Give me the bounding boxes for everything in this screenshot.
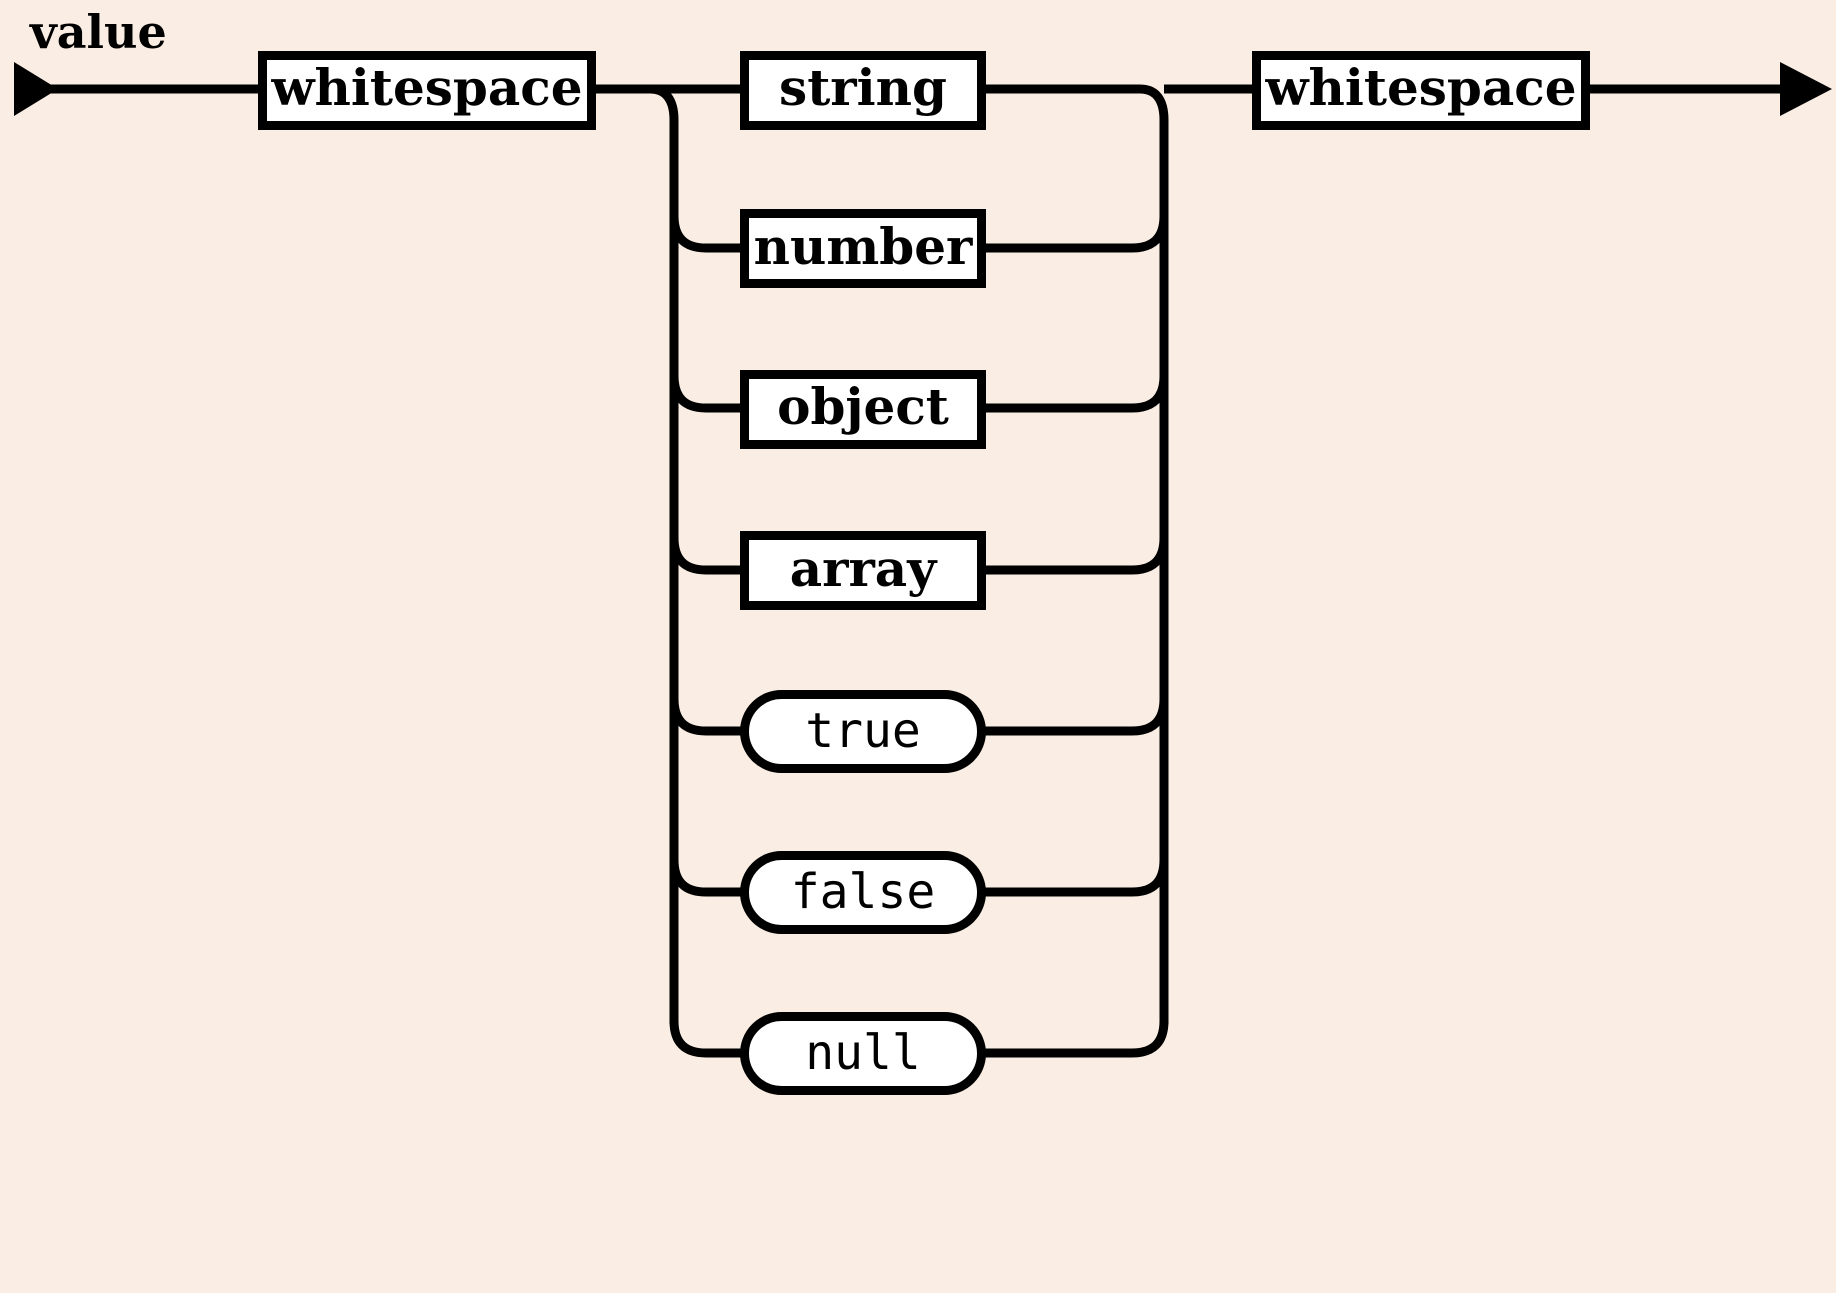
rail-fork-left-vertical <box>649 84 679 1024</box>
rail-branch-in-false <box>669 859 742 897</box>
box-string[interactable] <box>740 51 986 130</box>
rail-branch-in-null <box>669 1020 742 1058</box>
label-number: number <box>754 217 973 276</box>
rail-branch-in-number <box>669 215 742 253</box>
label-string: string <box>779 58 947 117</box>
rail-branch-out-null <box>981 1020 1169 1058</box>
entry-arrow-icon <box>14 62 58 116</box>
exit-arrow-icon <box>1780 62 1832 116</box>
diagram-title: value <box>29 5 167 59</box>
label-array: array <box>790 539 938 598</box>
label-false: false <box>791 864 936 920</box>
rail-branch-in-object <box>669 375 742 413</box>
rail-branch-out-false <box>981 859 1169 897</box>
label-whitespace-left: whitespace <box>270 58 582 117</box>
label-true: true <box>805 703 921 759</box>
rail-branch-out-object <box>981 375 1169 413</box>
label-whitespace-right: whitespace <box>1264 58 1576 117</box>
rail-merge-right-vertical <box>1139 84 1169 1024</box>
rail-branch-out-number <box>981 215 1169 253</box>
label-object: object <box>777 377 949 436</box>
rail-branch-out-array <box>981 537 1169 575</box>
rail-branch-in-array <box>669 537 742 575</box>
rail-branch-in-true <box>669 698 742 736</box>
label-null: null <box>805 1025 921 1081</box>
rail-branch-out-true <box>981 698 1169 736</box>
